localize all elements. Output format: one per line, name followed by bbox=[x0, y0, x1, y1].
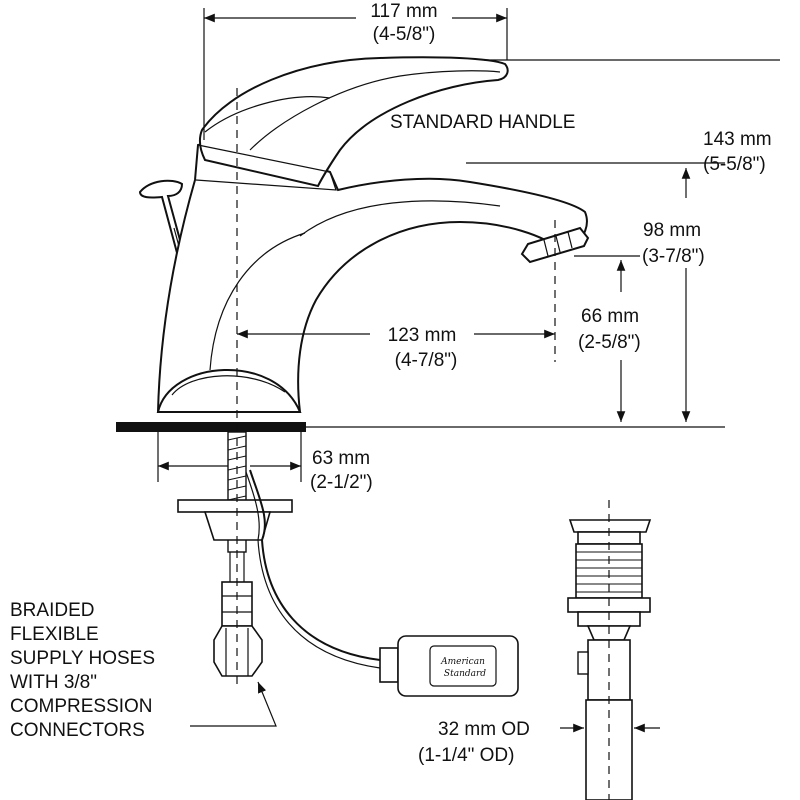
dim-117-in: (4-5/8") bbox=[373, 24, 436, 45]
dim-32-mm: 32 mm OD bbox=[438, 719, 530, 740]
standard-handle bbox=[195, 56, 509, 191]
hoses-label: BRAIDED FLEXIBLE SUPPLY HOSES WITH 3/8" … bbox=[10, 600, 155, 741]
faucet-body bbox=[138, 143, 590, 413]
dim-143-in: (5-5/8") bbox=[703, 154, 766, 175]
dim-63-in: (2-1/2") bbox=[310, 472, 373, 493]
dim-32-in: (1-1/4" OD) bbox=[418, 745, 514, 766]
logo-line2: Standard bbox=[444, 669, 486, 679]
hoses-line-3: SUPPLY HOSES bbox=[10, 648, 155, 669]
logo-line1: American bbox=[440, 657, 485, 667]
hoses-line-4: WITH 3/8" bbox=[10, 672, 97, 693]
hoses-line-1: BRAIDED bbox=[10, 600, 94, 621]
handle-label: STANDARD HANDLE bbox=[390, 112, 575, 133]
countertop bbox=[116, 422, 306, 432]
hoses-line-6: CONNECTORS bbox=[10, 720, 145, 741]
dim-123-in: (4-7/8") bbox=[395, 350, 458, 371]
dim-66-in: (2-5/8") bbox=[578, 332, 641, 353]
popup-linkage bbox=[245, 469, 519, 697]
dim-117-mm: 117 mm bbox=[370, 1, 437, 22]
dim-98-in: (3-7/8") bbox=[642, 246, 705, 267]
dim-66-mm: 66 mm bbox=[581, 306, 639, 327]
mounting-hardware bbox=[177, 431, 293, 677]
dim-143-mm: 143 mm bbox=[703, 129, 772, 150]
dim-63-mm: 63 mm bbox=[312, 448, 370, 469]
hoses-line-5: COMPRESSION bbox=[10, 696, 153, 717]
dim-123-mm: 123 mm bbox=[388, 325, 457, 346]
dim-98-mm: 98 mm bbox=[643, 220, 701, 241]
hoses-line-2: FLEXIBLE bbox=[10, 624, 99, 645]
